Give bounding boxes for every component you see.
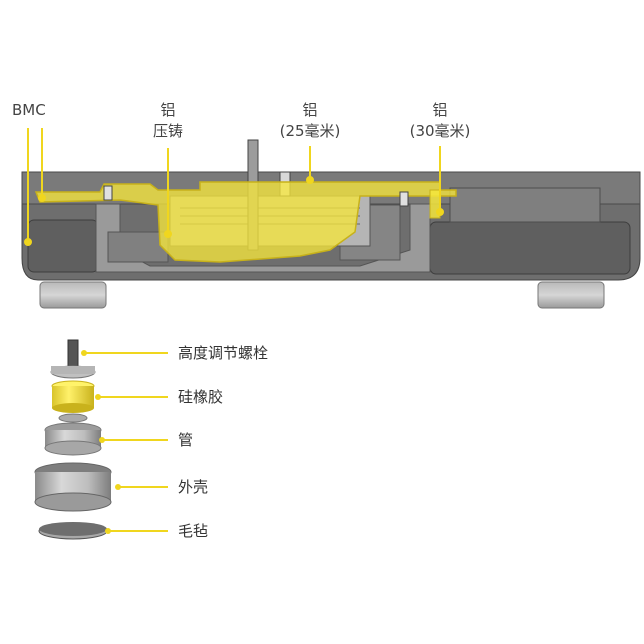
label-die-cast-line1: 铝	[160, 101, 176, 119]
label-die-cast-line2: 压铸	[152, 122, 183, 140]
label-casing: 外壳	[178, 478, 209, 496]
label-aluminium-25mm: 铝 (25毫米)	[268, 100, 352, 142]
silicone-rubber-icon	[52, 386, 94, 408]
foot-left	[39, 281, 107, 309]
callout-lines	[24, 128, 444, 246]
foot-right	[537, 281, 605, 309]
label-al25-line1: 铝	[302, 101, 318, 119]
label-felt: 毛毡	[178, 522, 209, 540]
bmc-block-right	[429, 221, 631, 275]
label-bmc: BMC	[12, 101, 46, 119]
label-al25-line2: (25毫米)	[279, 122, 341, 140]
height-bolt-icon	[67, 339, 79, 367]
label-silicone-rubber: 硅橡胶	[178, 388, 224, 406]
label-die-cast-aluminium: 铝 压铸	[148, 100, 188, 142]
label-aluminium-30mm: 铝 (30毫米)	[398, 100, 482, 142]
label-al30-line2: (30毫米)	[409, 122, 471, 140]
label-tube: 管	[178, 431, 194, 449]
bmc-block-left	[27, 219, 99, 273]
label-height-bolt: 高度调节螺栓	[178, 344, 269, 362]
label-al30-line1: 铝	[432, 101, 448, 119]
turntable-cross-section	[21, 139, 641, 309]
foot-parts	[34, 339, 168, 540]
